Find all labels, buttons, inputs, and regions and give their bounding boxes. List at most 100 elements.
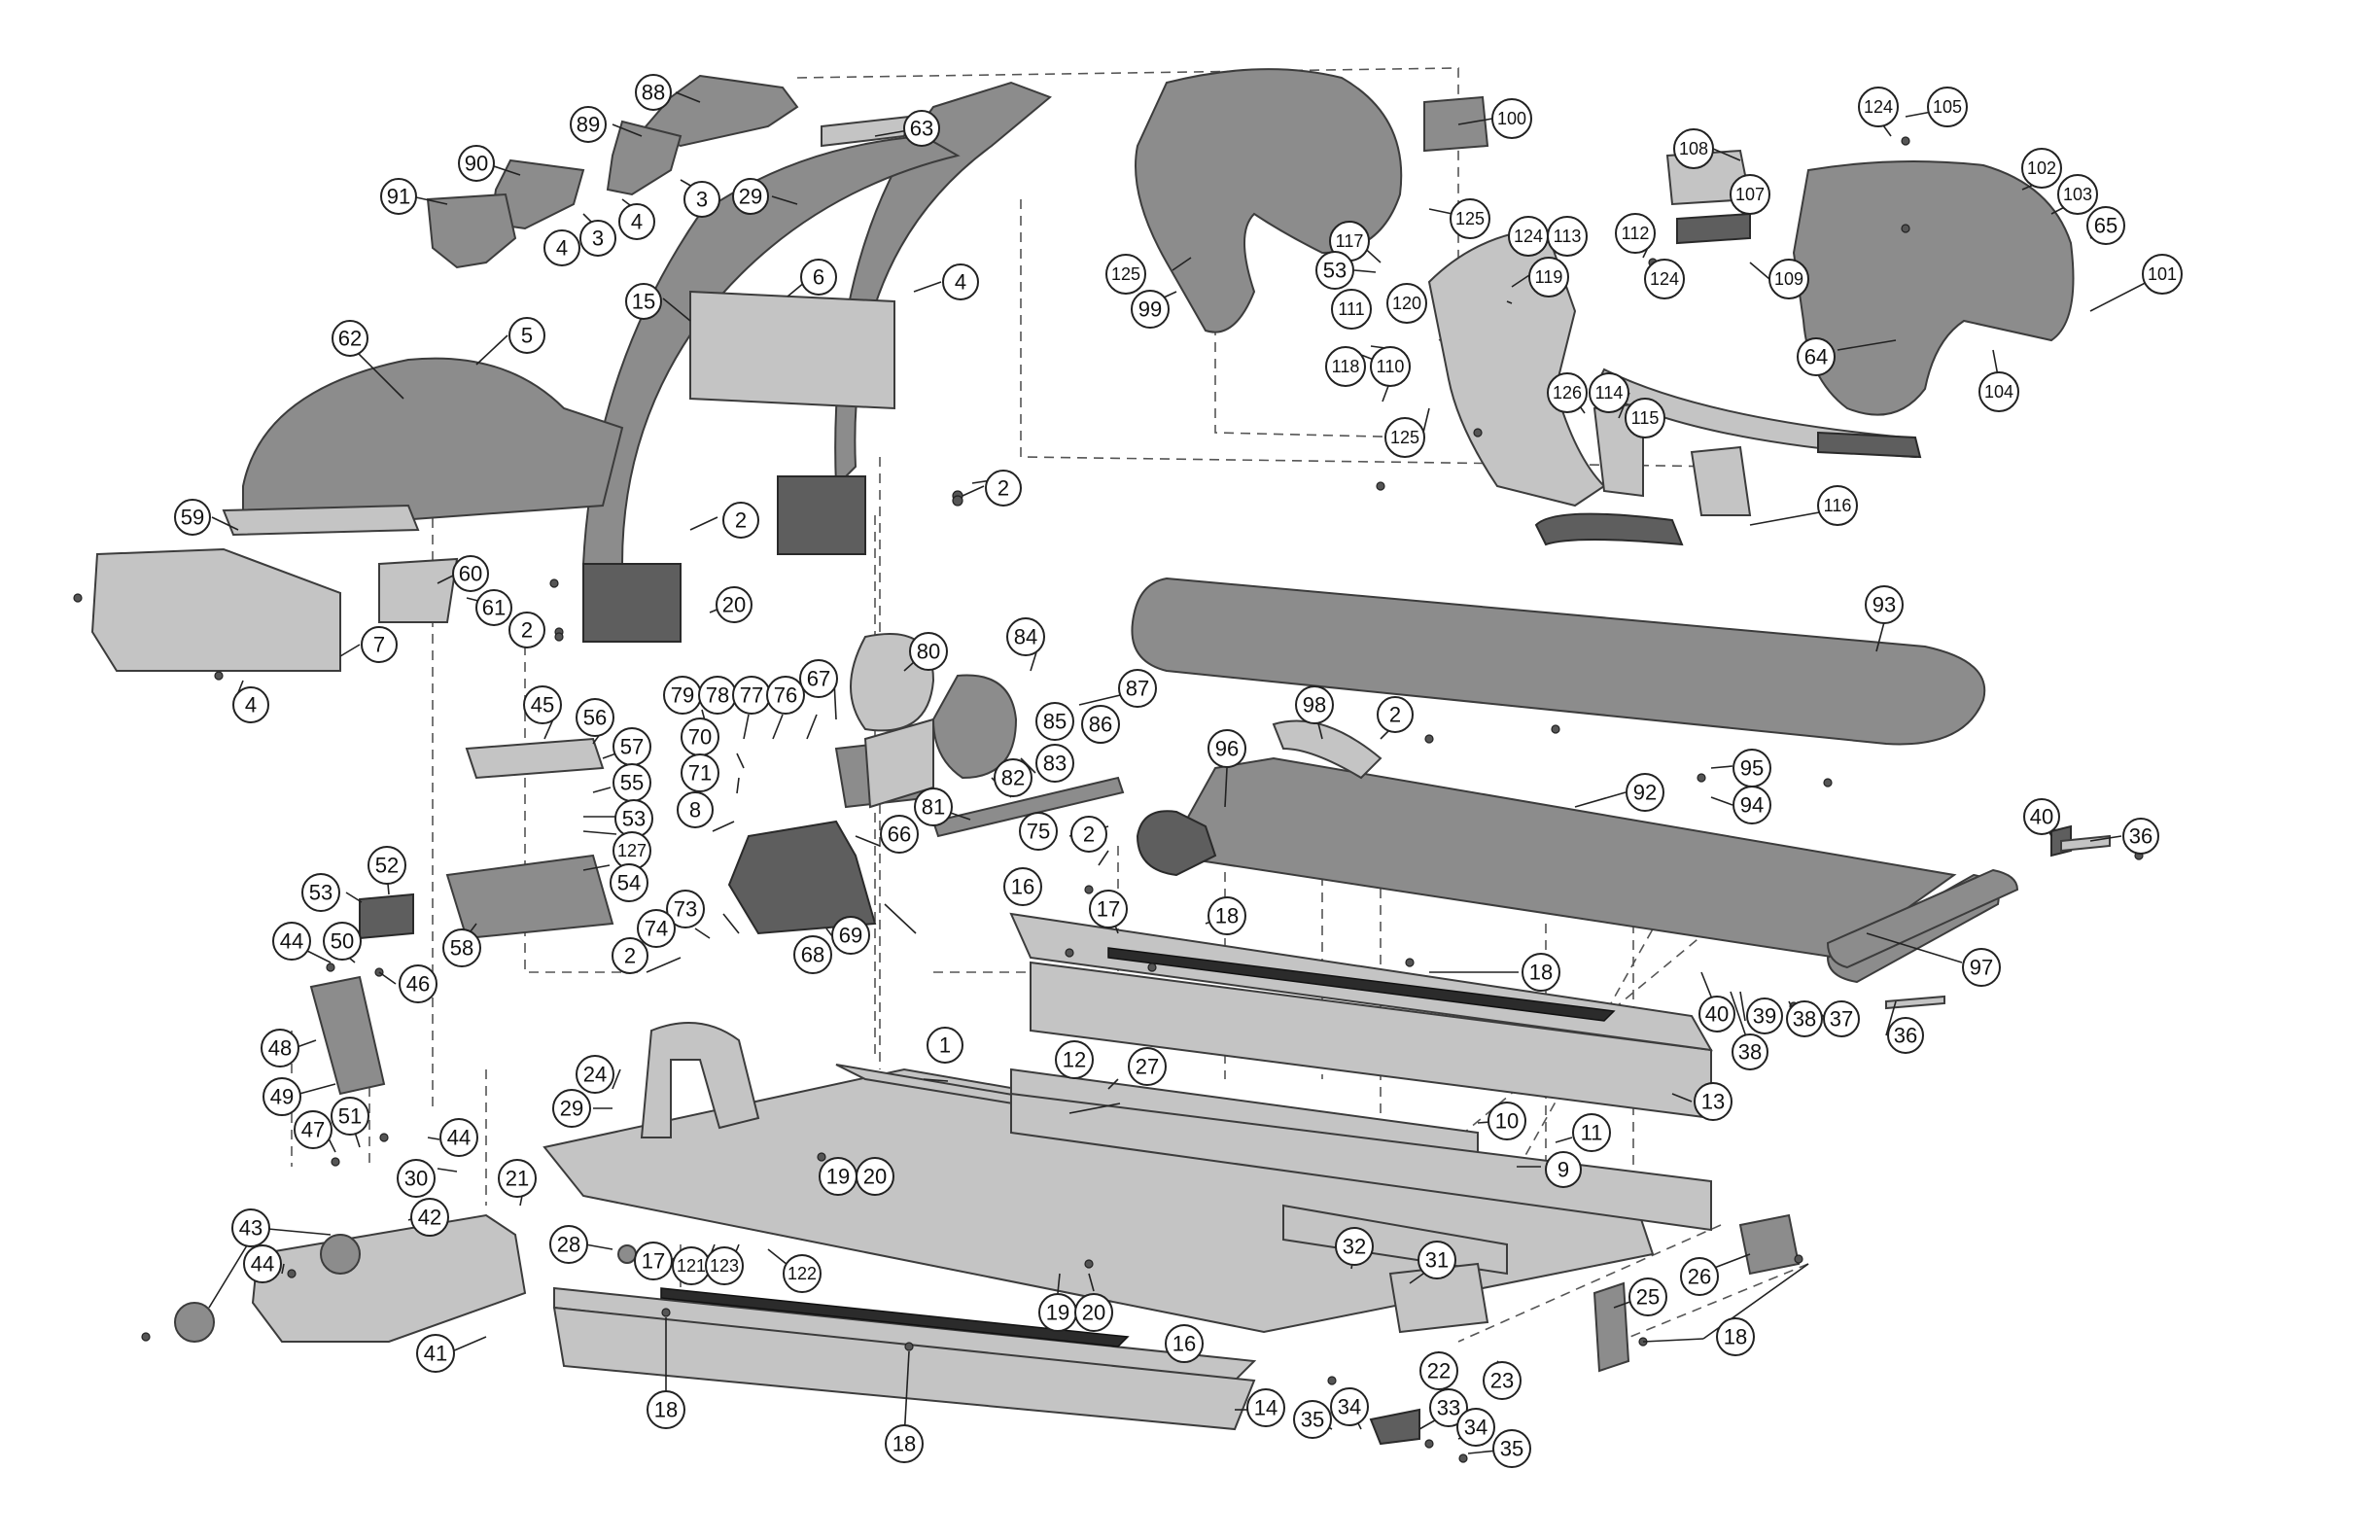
svg-text:64: 64 xyxy=(1804,345,1828,369)
controller-board xyxy=(359,737,614,940)
svg-text:92: 92 xyxy=(1633,781,1657,805)
svg-text:15: 15 xyxy=(632,290,655,314)
callout-53: 53 xyxy=(301,873,340,912)
svg-text:67: 67 xyxy=(807,667,830,691)
svg-text:38: 38 xyxy=(1738,1040,1762,1065)
svg-text:69: 69 xyxy=(839,924,862,948)
svg-text:42: 42 xyxy=(418,1206,441,1230)
svg-text:35: 35 xyxy=(1301,1408,1324,1432)
svg-text:62: 62 xyxy=(338,327,362,351)
callout-82: 82 xyxy=(994,758,1032,797)
svg-text:110: 110 xyxy=(1377,357,1405,376)
callout-18: 18 xyxy=(1522,953,1560,992)
callout-123: 123 xyxy=(705,1246,744,1285)
svg-text:73: 73 xyxy=(674,897,697,922)
svg-text:80: 80 xyxy=(917,640,940,664)
svg-text:36: 36 xyxy=(1894,1024,1917,1048)
callout-9: 9 xyxy=(1545,1151,1582,1188)
callout-105: 105 xyxy=(1927,87,1968,127)
callout-121: 121 xyxy=(672,1246,711,1285)
svg-text:53: 53 xyxy=(1323,259,1347,283)
callout-97: 97 xyxy=(1962,948,2001,987)
svg-text:3: 3 xyxy=(696,188,708,212)
svg-text:107: 107 xyxy=(1735,185,1765,204)
callout-3: 3 xyxy=(683,181,720,218)
callout-125: 125 xyxy=(1105,254,1146,295)
callout-61: 61 xyxy=(475,589,512,626)
callout-83: 83 xyxy=(1035,744,1074,783)
callout-29: 29 xyxy=(552,1089,591,1128)
svg-text:41: 41 xyxy=(424,1342,447,1366)
svg-text:122: 122 xyxy=(788,1264,817,1283)
svg-text:104: 104 xyxy=(1984,382,2013,402)
svg-text:7: 7 xyxy=(373,633,385,657)
svg-text:2: 2 xyxy=(1389,703,1401,727)
callout-8: 8 xyxy=(677,791,714,828)
svg-text:91: 91 xyxy=(387,185,410,209)
svg-text:71: 71 xyxy=(688,761,712,786)
callout-120: 120 xyxy=(1386,283,1427,324)
svg-text:109: 109 xyxy=(1774,269,1803,289)
svg-text:45: 45 xyxy=(531,693,554,718)
callout-42: 42 xyxy=(410,1198,449,1237)
callout-67: 67 xyxy=(799,659,838,698)
callout-60: 60 xyxy=(452,555,489,592)
callout-4: 4 xyxy=(232,686,269,723)
svg-text:49: 49 xyxy=(270,1085,294,1109)
svg-text:82: 82 xyxy=(1001,766,1025,790)
side-rails xyxy=(552,912,1713,1431)
callout-21: 21 xyxy=(498,1159,537,1198)
callout-80: 80 xyxy=(909,632,948,671)
svg-text:78: 78 xyxy=(706,683,729,708)
svg-text:21: 21 xyxy=(506,1167,529,1191)
callout-125: 125 xyxy=(1384,417,1425,458)
callout-25: 25 xyxy=(1628,1278,1667,1316)
svg-text:36: 36 xyxy=(2129,824,2152,849)
callout-112: 112 xyxy=(1615,213,1656,254)
svg-text:6: 6 xyxy=(813,265,824,290)
svg-text:20: 20 xyxy=(722,593,746,617)
svg-text:20: 20 xyxy=(1082,1301,1105,1325)
svg-text:18: 18 xyxy=(654,1398,678,1422)
svg-text:29: 29 xyxy=(560,1097,583,1121)
svg-text:18: 18 xyxy=(892,1432,916,1456)
callout-35: 35 xyxy=(1492,1429,1531,1468)
svg-text:102: 102 xyxy=(2027,158,2056,178)
callout-36: 36 xyxy=(1887,1017,1924,1054)
callout-3: 3 xyxy=(579,220,616,257)
svg-text:18: 18 xyxy=(1529,961,1553,985)
callout-53: 53 xyxy=(1315,251,1354,290)
callout-99: 99 xyxy=(1131,290,1170,329)
svg-text:48: 48 xyxy=(268,1036,292,1061)
svg-text:116: 116 xyxy=(1824,496,1852,515)
callout-91: 91 xyxy=(380,178,417,215)
svg-text:4: 4 xyxy=(955,270,966,295)
svg-text:86: 86 xyxy=(1089,713,1112,737)
svg-text:44: 44 xyxy=(251,1252,274,1277)
callout-17: 17 xyxy=(1089,890,1128,928)
callout-18: 18 xyxy=(1716,1317,1755,1356)
callout-18: 18 xyxy=(1208,896,1246,935)
svg-text:61: 61 xyxy=(482,596,506,620)
callout-18: 18 xyxy=(885,1424,924,1463)
callout-107: 107 xyxy=(1730,174,1770,215)
callout-32: 32 xyxy=(1335,1227,1374,1266)
svg-text:85: 85 xyxy=(1043,710,1067,734)
callout-2: 2 xyxy=(1070,816,1107,853)
callout-126: 126 xyxy=(1547,372,1588,413)
svg-text:87: 87 xyxy=(1126,677,1149,701)
svg-text:121: 121 xyxy=(677,1256,706,1276)
svg-text:108: 108 xyxy=(1679,139,1708,158)
callout-118: 118 xyxy=(1325,346,1366,387)
callout-14: 14 xyxy=(1246,1388,1285,1427)
callout-69: 69 xyxy=(831,916,870,955)
svg-text:30: 30 xyxy=(404,1167,428,1191)
svg-text:77: 77 xyxy=(740,683,763,708)
svg-text:13: 13 xyxy=(1701,1090,1725,1114)
running-belt-and-deck xyxy=(1131,577,2000,984)
callout-75: 75 xyxy=(1019,812,1058,851)
svg-text:53: 53 xyxy=(622,807,646,831)
callout-40: 40 xyxy=(1698,996,1735,1032)
svg-text:123: 123 xyxy=(710,1256,739,1276)
